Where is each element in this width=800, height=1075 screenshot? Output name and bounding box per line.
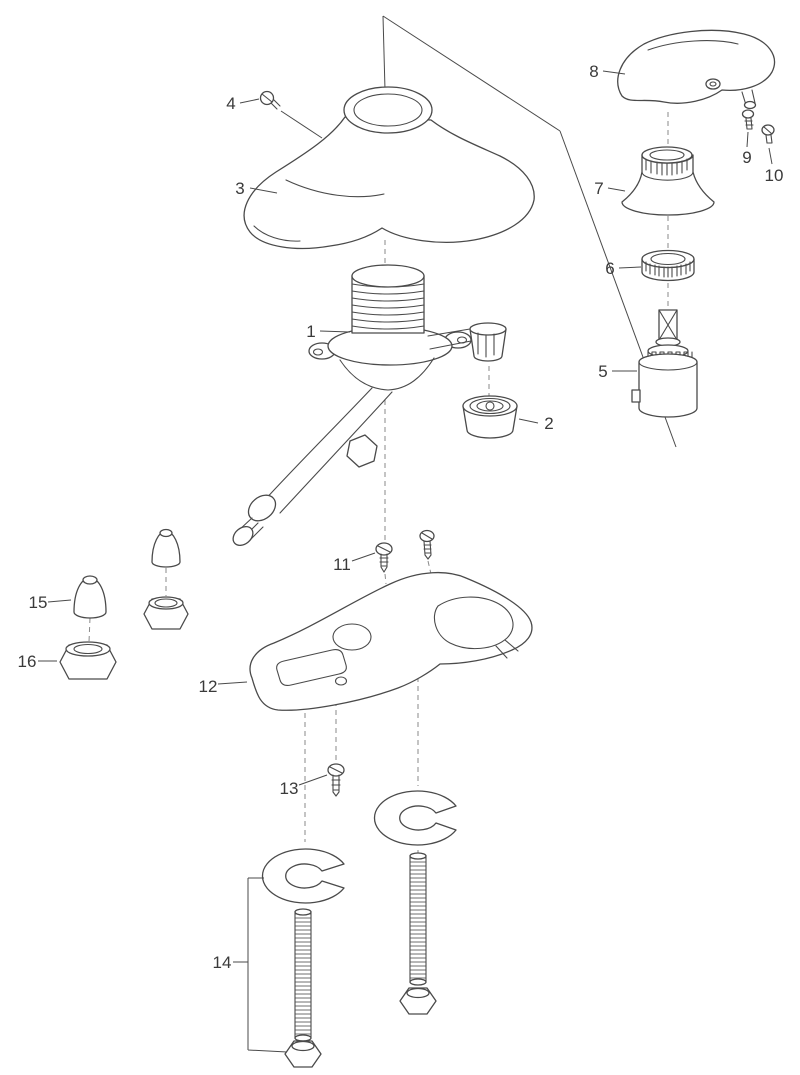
part-label-16: 16 (18, 652, 37, 671)
part-spout-dome (243, 86, 535, 250)
deck-screw-second (419, 529, 435, 560)
part-label-8: 8 (589, 62, 598, 81)
part-aerator-cup (462, 395, 518, 439)
spout-supply-tube (232, 387, 393, 547)
horseshoe-washer-right (373, 790, 457, 846)
part-handle-screw (259, 90, 323, 139)
part-index-plug (761, 124, 775, 144)
hex-nut-16 (59, 641, 117, 680)
part-label-10: 10 (765, 166, 784, 185)
part-label-11: 11 (333, 555, 351, 574)
part-retaining-ring (641, 249, 695, 282)
deck-screw-13 (327, 763, 345, 797)
part-label-3: 3 (235, 179, 244, 198)
part-label-1: 1 (306, 322, 315, 341)
part-set-screw (741, 109, 755, 130)
horseshoe-washer-left (261, 848, 345, 904)
part-label-14: 14 (213, 953, 232, 972)
part-labels: 1 2 3 4 5 6 7 8 9 10 11 12 13 14 15 16 (18, 62, 784, 972)
part-label-4: 4 (226, 94, 235, 113)
part-cartridge (631, 309, 698, 418)
part-label-13: 13 (280, 779, 299, 798)
part-label-12: 12 (199, 677, 218, 696)
part-dome-cap (621, 146, 715, 216)
threaded-stud-right (409, 852, 427, 986)
part-label-6: 6 (605, 259, 614, 278)
hex-nut-left-stud (284, 1040, 322, 1068)
part-label-15: 15 (29, 593, 48, 612)
leader-lines (38, 70, 773, 1053)
hex-nut-small (143, 596, 189, 630)
spout-outlet-aerator-housing (427, 322, 507, 362)
part-label-9: 9 (742, 148, 751, 167)
part-mounting-deck (249, 571, 533, 711)
compression-cone-small (151, 528, 181, 568)
part-handle-lever (617, 29, 776, 110)
part-label-7: 7 (594, 179, 603, 198)
deck-screw-11 (375, 542, 393, 573)
hex-nut-right-stud (399, 987, 437, 1015)
part-label-2: 2 (544, 414, 553, 433)
compression-cone-15 (73, 575, 107, 619)
part-faucet-body (308, 264, 472, 391)
part-label-5: 5 (598, 362, 607, 381)
threaded-stud-left (294, 908, 312, 1042)
